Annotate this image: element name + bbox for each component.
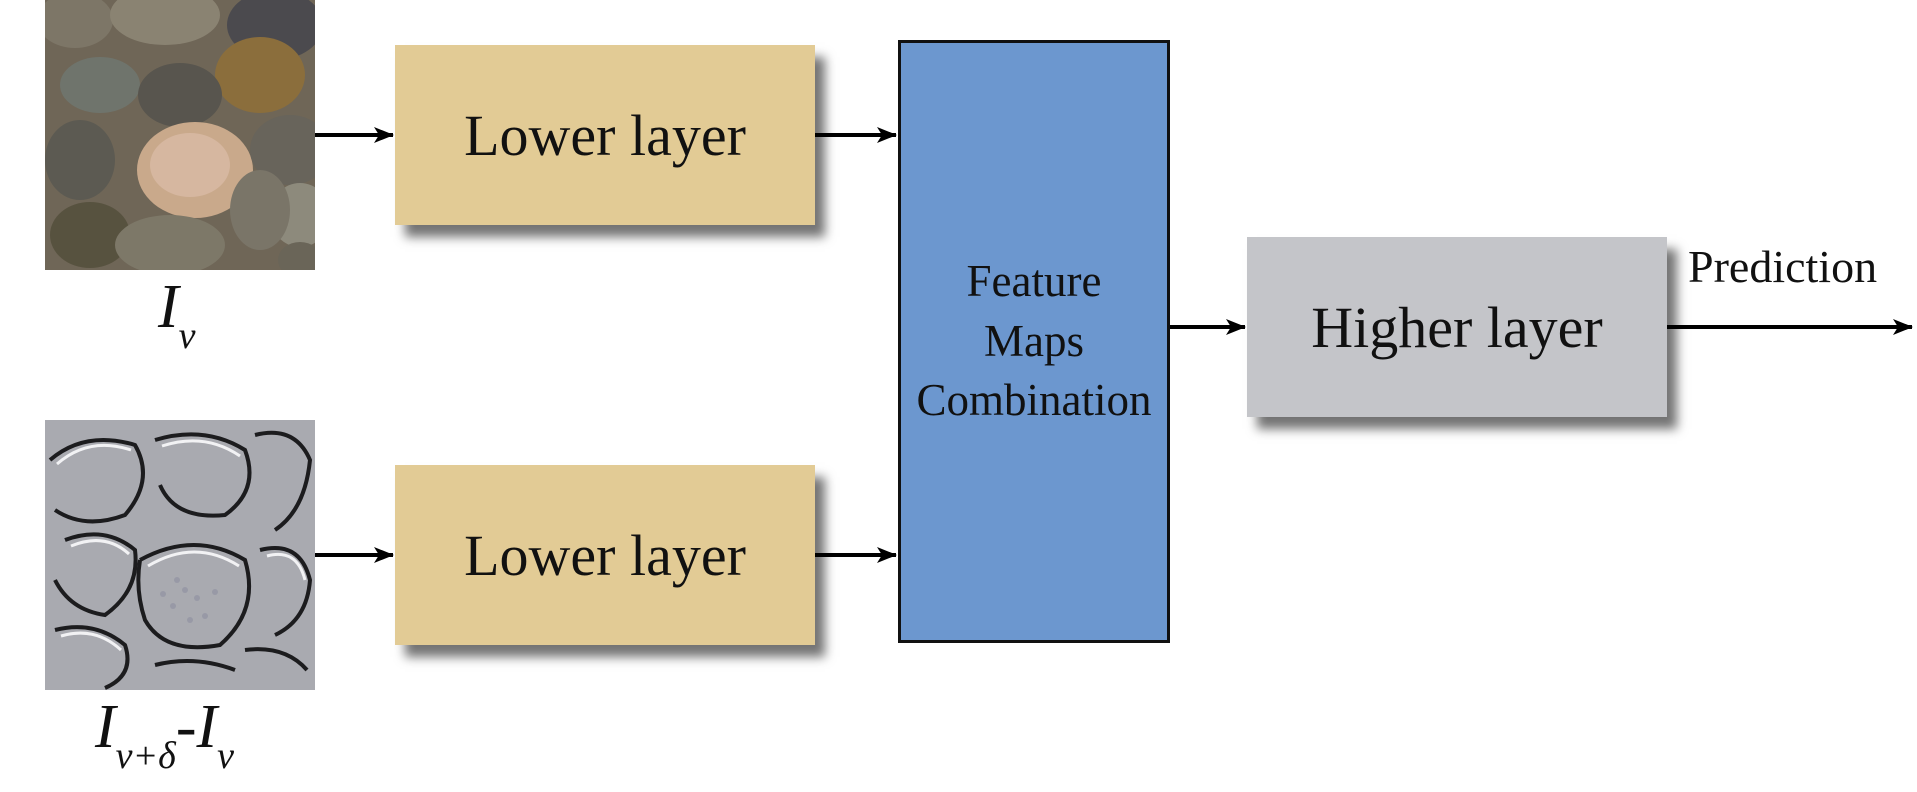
caption-difference-frame: Iv+δ-Iv [95,693,235,777]
feature-label-line-2: Maps [984,315,1084,366]
feature-maps-combination: Feature Maps Combination [898,40,1170,643]
input-image-difference [45,420,315,690]
caption-input-frame: Iv [158,273,196,357]
prediction-label: Prediction [1688,241,1878,292]
higher-layer: Higher layer [1247,237,1667,417]
feature-label-line-3: Combination [916,375,1152,426]
feature-label-line-1: Feature [966,256,1102,307]
lower-layer-top-label: Lower layer [464,102,746,168]
lower-layer-bottom: Lower layer [395,465,815,645]
lower-layer-top: Lower layer [395,45,815,225]
higher-layer-label: Higher layer [1311,294,1603,360]
lower-layer-bottom-label: Lower layer [464,522,746,588]
input-image-pebbles [45,0,315,270]
